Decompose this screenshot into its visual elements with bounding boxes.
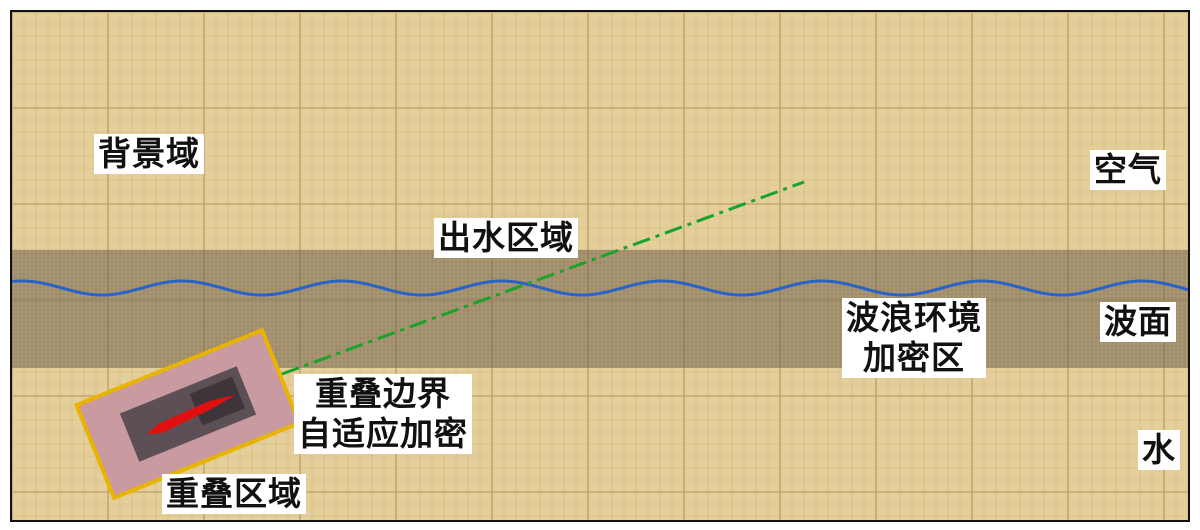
background-domain-label: 背景域 [94, 134, 204, 174]
vehicle-shape [146, 394, 237, 435]
wave-surface-label: 波面 [1100, 302, 1176, 342]
wave-refinement-label: 波浪环境 加密区 [842, 298, 986, 378]
diagram-frame: 背景域 空气 出水区域 波面 波浪环境 加密区 重叠边界 自适应加密 重叠区域 … [10, 10, 1190, 522]
water-exit-region-label: 出水区域 [434, 218, 578, 258]
wave-surface-line [12, 279, 1188, 297]
wave-refinement-band [12, 250, 1188, 368]
wave-refinement-label-line1: 波浪环境 [846, 298, 982, 337]
simulation-domain-diagram [12, 12, 1188, 520]
wave-band-dense-grid [12, 249, 1188, 368]
overlap-region-label: 重叠区域 [162, 474, 306, 514]
overlap-refinement-label-line2: 自适应加密 [298, 414, 468, 453]
overlap-refinement-label: 重叠边界 自适应加密 [294, 374, 472, 454]
overlap-refinement-label-line1: 重叠边界 [315, 374, 451, 413]
wave-refinement-label-line2: 加密区 [863, 338, 965, 377]
overlap-region [73, 327, 303, 501]
trajectory-line [281, 180, 805, 376]
water-label: 水 [1138, 430, 1180, 470]
air-label: 空气 [1090, 150, 1166, 190]
